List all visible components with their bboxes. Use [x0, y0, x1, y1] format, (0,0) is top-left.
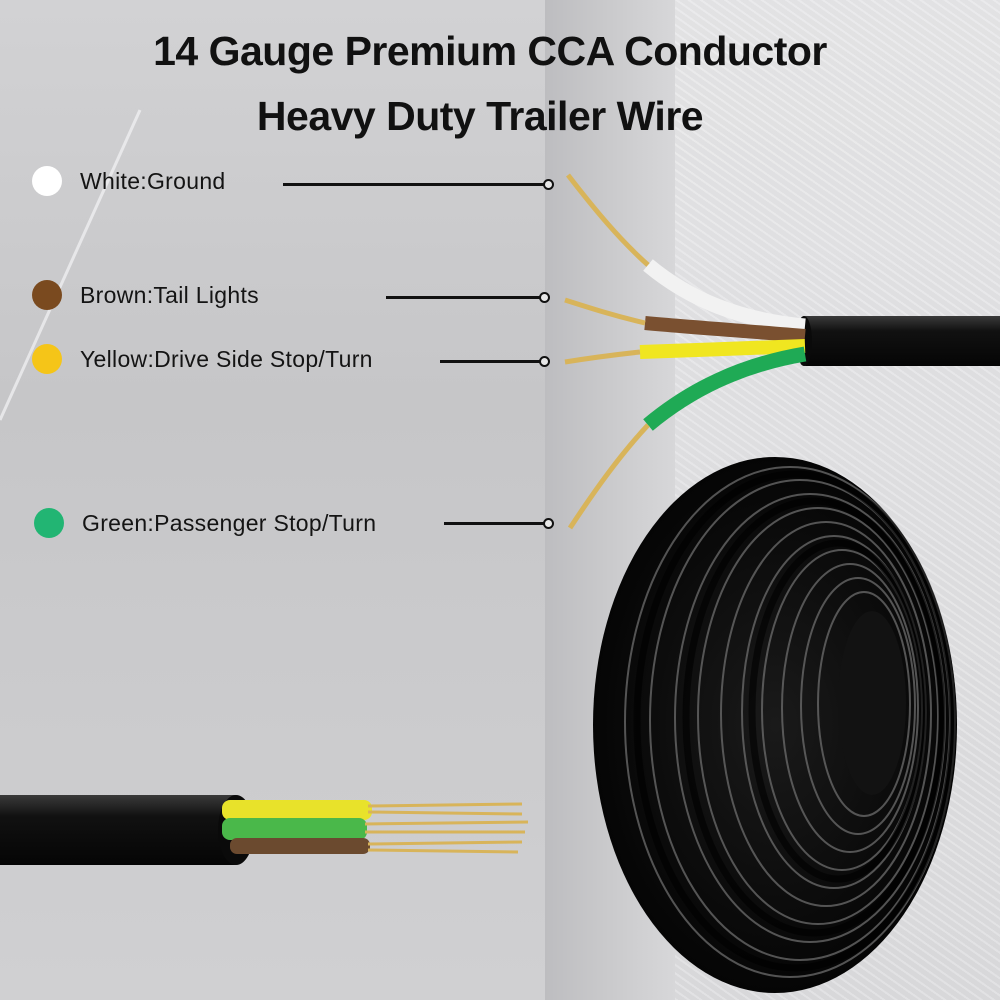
leader-line-green [444, 522, 544, 525]
leader-end-brown [539, 292, 550, 303]
green-color-dot-icon [34, 508, 64, 538]
legend-label-yellow: Yellow:Drive Side Stop/Turn [80, 345, 373, 372]
headline-line-2: Heavy Duty Trailer Wire [256, 93, 704, 139]
yellow-color-dot-icon [32, 344, 62, 374]
headline-line-1: 14 Gauge Premium CCA Conductor [153, 28, 827, 74]
legend-item-brown: Brown:Tail Lights [32, 280, 259, 310]
leader-line-white [283, 183, 545, 186]
legend-label-brown: Brown:Tail Lights [80, 281, 259, 308]
legend-item-green: Green:Passenger Stop/Turn [34, 508, 376, 538]
cable-upper [564, 173, 1000, 530]
legend-label-white: White:Ground [80, 167, 226, 194]
light-streak [0, 109, 142, 421]
leader-end-green [543, 518, 554, 529]
legend-item-white: White:Ground [32, 166, 226, 196]
cable-coil [593, 457, 957, 993]
leader-line-yellow [440, 360, 540, 363]
cable-lower [0, 795, 529, 865]
leader-end-white [543, 179, 554, 190]
legend-label-green: Green:Passenger Stop/Turn [82, 509, 377, 536]
legend-item-yellow: Yellow:Drive Side Stop/Turn [32, 344, 373, 374]
leader-line-brown [386, 296, 540, 299]
brown-color-dot-icon [32, 280, 62, 310]
white-color-dot-icon [32, 166, 62, 196]
leader-end-yellow [539, 356, 550, 367]
